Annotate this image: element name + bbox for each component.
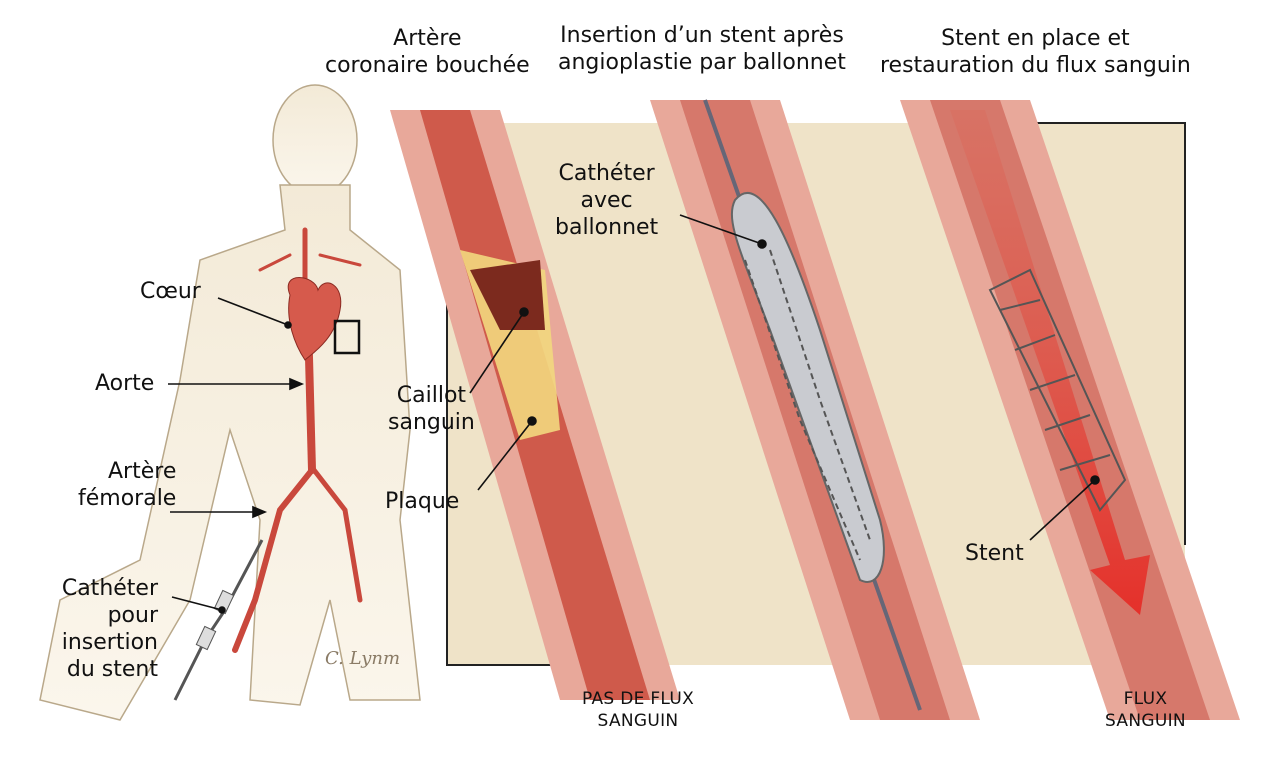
label-line: insertion	[61, 630, 158, 655]
label-line: pour	[107, 603, 158, 628]
title-line: restauration du flux sanguin	[880, 53, 1191, 78]
label-heart: Cœur	[140, 279, 201, 304]
label-line: avec	[580, 188, 633, 213]
label-femoral-artery: Artère fémorale	[78, 458, 176, 512]
caption-no-flow: PAS DE FLUX SANGUIN	[582, 688, 694, 732]
flow-arrow	[950, 110, 1150, 615]
label-aorta: Aorte	[95, 371, 155, 396]
leader-lines	[168, 214, 1100, 614]
coronary-detail-box	[333, 319, 361, 355]
label-line: Caillot	[396, 383, 467, 408]
balloon-artery	[650, 99, 980, 720]
panel-bracket-right	[1030, 122, 1186, 545]
label-plaque: Plaque	[385, 489, 460, 514]
panel-bracket-left	[446, 285, 590, 666]
blocked-artery	[390, 110, 680, 700]
label-blood-clot: Caillot sanguin	[388, 382, 475, 436]
label-line: du stent	[66, 657, 158, 682]
title-stent-placed: Stent en place et restauration du flux s…	[880, 25, 1191, 79]
label-line: sanguin	[388, 410, 475, 435]
stent-mesh-balloon	[744, 249, 871, 561]
label-balloon-catheter: Cathéter avec ballonnet	[555, 160, 658, 241]
title-line: angioplastie par ballonnet	[558, 50, 846, 75]
caption-line: FLUX	[1123, 689, 1168, 709]
caption-line: SANGUIN	[597, 711, 679, 731]
label-line: fémorale	[78, 486, 177, 511]
caption-line: PAS DE FLUX	[582, 689, 695, 709]
label-line: Cathéter	[558, 161, 655, 186]
caption-flow: FLUX SANGUIN	[1105, 688, 1186, 732]
balloon	[731, 192, 885, 583]
title-line: Insertion d’un stent après	[560, 23, 844, 48]
title-line: coronaire bouchée	[325, 53, 530, 78]
title-stent-insertion: Insertion d’un stent après angioplastie …	[558, 22, 846, 76]
heart-shape	[287, 277, 342, 361]
label-line: Cathéter	[61, 576, 158, 601]
label-line: Artère	[108, 459, 177, 484]
title-blocked-artery: Artère coronaire bouchée	[325, 25, 530, 79]
title-line: Stent en place et	[941, 26, 1130, 51]
restored-artery	[900, 100, 1240, 720]
title-line: Artère	[393, 26, 462, 51]
stent-mesh	[988, 268, 1127, 512]
artist-signature: C. Lynm	[325, 648, 401, 669]
label-line: ballonnet	[555, 215, 659, 240]
label-stent: Stent	[965, 541, 1024, 566]
label-catheter: Cathéter pour insertion du stent	[58, 575, 158, 683]
caption-line: SANGUIN	[1105, 711, 1186, 731]
